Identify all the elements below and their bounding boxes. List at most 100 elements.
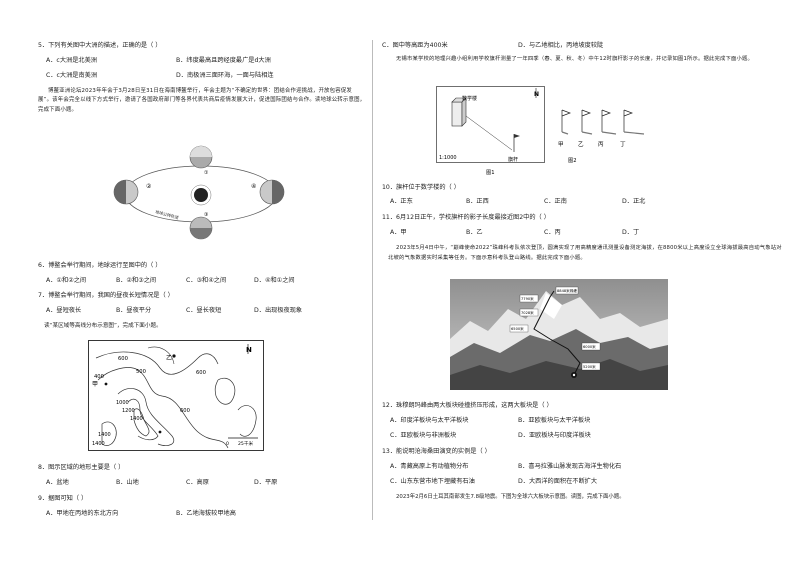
q11-option-b[interactable]: B．乙 <box>466 229 483 236</box>
q9-option-c[interactable]: C．图中等高距为400米 <box>382 42 448 49</box>
passage-boao: 博鳌亚洲论坛2023年年会于3月28日至31日在海南博鳌举行，年会主题为“不确定… <box>38 88 366 113</box>
orbit-text: 地球公转轨道 <box>155 208 180 220</box>
earth-bottom <box>189 216 213 240</box>
scale-zero: 0 <box>226 441 229 447</box>
q5-option-b[interactable]: B．纬度最高且跨经度最广是d大洲 <box>176 57 271 64</box>
q13-stem: 13．能说明沧海桑田演变的实例是（ ） <box>382 448 491 455</box>
fig2-label-jia: 甲 <box>558 141 564 148</box>
passage-flagpole: 无锡市某学校的地理兴趣小组利用学校旗杆测量了一年四季（春、夏、秋、冬）中午12时… <box>396 56 754 62</box>
q6-stem: 6．博鳌会举行期间，地球运行至图中的（ ） <box>38 262 162 269</box>
q7-option-a[interactable]: A．昼短夜长 <box>46 307 82 314</box>
q10-stem: 10．旗杆位于数学楼的（ ） <box>382 184 460 191</box>
q10-option-a[interactable]: A．正东 <box>390 198 413 205</box>
route-label-3: 7028米 <box>521 310 534 315</box>
q10-option-b[interactable]: B．正西 <box>466 198 489 205</box>
q8-option-a[interactable]: A．盆地 <box>46 479 69 486</box>
q5-option-a[interactable]: A．c大洲是北美洲 <box>46 57 97 64</box>
location-yi: 乙 <box>166 355 172 362</box>
contour-label-1400b: 1400 <box>98 432 111 438</box>
route-label-5: 6000米 <box>583 344 596 349</box>
q10-option-d[interactable]: D．正北 <box>622 198 646 205</box>
q5-option-d[interactable]: D．南极洲三面环海，一面与陆相连 <box>176 72 274 79</box>
location-jia: 甲 <box>92 381 98 388</box>
route-label-4: 6500米 <box>511 326 524 331</box>
contour-label-500: 500 <box>136 369 146 375</box>
route-label-6: 5200米 <box>583 364 596 369</box>
passage-contour: 读“某区域等高线分布示意图”，完成下面小题。 <box>44 323 162 329</box>
fig1-north: N <box>534 91 539 98</box>
column-divider <box>372 40 373 520</box>
orbit-label-3: ③ <box>204 212 208 218</box>
earth-right <box>259 179 285 205</box>
route-label-1: 8848米珠峰 <box>557 288 577 293</box>
q11-option-c[interactable]: C．丙 <box>544 229 561 236</box>
everest-route-photo: 8848米珠峰 7790米 7028米 6500米 6000米 5200米 <box>450 279 668 390</box>
north-arrow: N <box>246 346 252 354</box>
q8-stem: 8．图示区域的地形主要是（ ） <box>38 464 125 471</box>
q9-option-b[interactable]: B．乙地海拔较甲地高 <box>176 510 236 517</box>
contour-label-1400a: 1400 <box>130 416 143 422</box>
orbit-label-4: ④ <box>251 183 256 190</box>
earth-orbit-diagram: ② ④ ① ③ 地球公转轨道 <box>113 145 285 240</box>
q11-option-a[interactable]: A．甲 <box>390 229 407 236</box>
q8-option-c[interactable]: C．高原 <box>186 479 209 486</box>
contour-label-600b: 600 <box>196 370 206 376</box>
flagpole-icon <box>513 134 520 152</box>
math-building-icon <box>451 97 467 127</box>
right-column: C．图中等高距为400米 D．与乙地相比，丙地坡度较陡 无锡市某学校的地理兴趣小… <box>374 0 794 562</box>
left-column: 5．下列有关图中大洲的描述，正确的是（ ） A．c大洲是北美洲 B．纬度最高且跨… <box>0 0 372 562</box>
contour-label-1200: 1200 <box>122 408 135 414</box>
fig2-label-bing: 丙 <box>598 141 604 148</box>
fig1-scale: 1:1000 <box>439 155 457 161</box>
q8-option-b[interactable]: B．山地 <box>116 479 139 486</box>
passage-everest: 2023年5月4日中午，“巅峰使命2022”珠峰科考队依次登顶，圆满实现了用高精… <box>388 245 782 261</box>
earth-top <box>189 145 213 169</box>
q7-stem: 7．博鳌会举行期间，我国的昼夜长短情况是（ ） <box>38 292 174 299</box>
orbit-label-1: ① <box>204 170 209 176</box>
location-pin-icon <box>571 372 577 378</box>
q8-option-d[interactable]: D．平原 <box>254 479 278 486</box>
fig2-label-ding: 丁 <box>620 141 626 148</box>
contour-label-600a: 600 <box>118 356 128 362</box>
scale-km: 25千米 <box>238 440 253 447</box>
q12-option-a[interactable]: A．印度洋板块与太平洋板块 <box>390 417 469 424</box>
q11-stem: 11．6月12日正午，学校旗杆的影子长度最接近图2中的（ ） <box>382 214 550 221</box>
q13-option-b[interactable]: B．喜马拉雅山脉发现古海洋生物化石 <box>518 463 622 470</box>
q12-option-d[interactable]: D．亚欧板块与印度洋板块 <box>518 432 591 439</box>
earth-left <box>113 179 139 205</box>
fig2-label-yi: 乙 <box>578 141 584 148</box>
q7-option-c[interactable]: C．昼长夜短 <box>186 307 222 314</box>
q5-option-c[interactable]: C．c大洲是南美洲 <box>46 72 98 79</box>
flagpole-label: 旗杆 <box>508 156 518 163</box>
building-label: 数学楼 <box>462 95 477 102</box>
q6-option-d[interactable]: D．④和①之间 <box>254 277 295 284</box>
q12-stem: 12．珠穆朗玛峰由两大板块碰撞挤压形成，这两大板块是（ ） <box>382 402 553 409</box>
route-label-2: 7790米 <box>521 296 534 301</box>
q6-option-b[interactable]: B．②和③之间 <box>116 277 157 284</box>
contour-label-600c: 600 <box>180 408 190 414</box>
q6-option-a[interactable]: A．①和②之间 <box>46 277 87 284</box>
q13-option-d[interactable]: D．大西洋的面积在不断扩大 <box>518 478 598 485</box>
sun <box>194 188 208 202</box>
fig2-caption: 图2 <box>568 157 577 164</box>
contour-label-1400c: 1400 <box>92 441 105 447</box>
q10-option-c[interactable]: C．正南 <box>544 198 567 205</box>
q11-option-d[interactable]: D．丁 <box>622 229 640 236</box>
q6-option-c[interactable]: C．③和④之间 <box>186 277 227 284</box>
contour-label-1000: 1000 <box>116 400 129 406</box>
q9-option-d[interactable]: D．与乙地相比，丙地坡度较陡 <box>518 42 604 49</box>
passage-turkey: 2023年2月6日土耳其南部发生7.8级地震。下图为全球六大板块示意图。读图，完… <box>396 494 625 500</box>
q7-option-b[interactable]: B．昼夜平分 <box>116 307 152 314</box>
q12-option-b[interactable]: B．亚欧板块与太平洋板块 <box>518 417 591 424</box>
q13-option-a[interactable]: A．青藏高原上有动植物分布 <box>390 463 469 470</box>
q5-stem: 5．下列有关图中大洲的描述，正确的是（ ） <box>38 42 162 49</box>
q7-option-d[interactable]: D．出现极夜现象 <box>254 307 303 314</box>
figure-1-campus-map: 数学楼 旗杆 1:1000 N 图1 <box>436 86 545 176</box>
fig1-caption: 图1 <box>486 169 495 176</box>
contour-map: 600 500 600 400 甲 1000 1200 1400 1400 14… <box>88 340 264 451</box>
q12-option-c[interactable]: C．亚欧板块与非洲板块 <box>390 432 457 439</box>
q9-option-a[interactable]: A．甲地在丙地的东北方向 <box>46 510 119 517</box>
q9-stem: 9．据图可知（ ） <box>38 495 88 502</box>
q13-option-c[interactable]: C．山东东营市地下埋藏有石油 <box>390 478 475 485</box>
figure-2-shadows: 甲 乙 丙 丁 图2 <box>558 109 645 164</box>
